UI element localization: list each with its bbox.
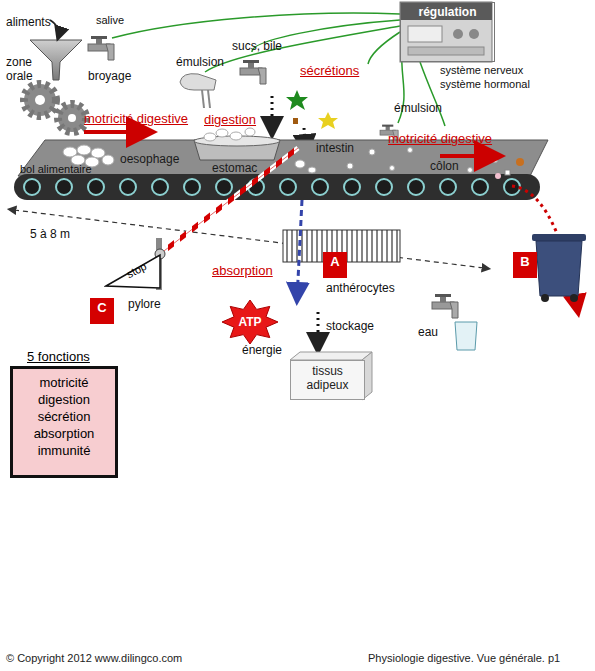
atp-star: ATP bbox=[222, 300, 278, 344]
organ-label: intestin bbox=[316, 142, 354, 156]
function-box: 5 fonctionsmotricité digestion sécrétion… bbox=[10, 366, 118, 478]
copyright-note: © Copyright 2012 www.dilingco.com bbox=[6, 652, 182, 665]
part-label: anthérocytes bbox=[326, 282, 395, 296]
node-body: motricité digestion sécrétion absorption… bbox=[22, 375, 106, 459]
node-title: ATP bbox=[222, 300, 278, 329]
organ-label: oesophage bbox=[120, 153, 179, 167]
node-title: tissus adipeux bbox=[291, 361, 364, 393]
process-label: broyage bbox=[88, 70, 131, 84]
callout-box: B bbox=[513, 252, 537, 278]
system-label: système nerveux bbox=[440, 64, 523, 77]
dimension-label: 5 à 8 m bbox=[30, 228, 70, 242]
callout-box: A bbox=[323, 252, 347, 278]
process-label: émulsion bbox=[176, 56, 224, 70]
part-label: pylore bbox=[128, 298, 161, 312]
organ-label: estomac bbox=[212, 162, 257, 176]
control-panel: régulation bbox=[400, 2, 495, 62]
node-title: A bbox=[323, 252, 347, 272]
function-label: motricité digestive bbox=[388, 132, 492, 147]
tissue-block: tissus adipeux bbox=[290, 360, 365, 400]
system-label: système hormonal bbox=[440, 78, 530, 91]
node-title: 5 fonctions bbox=[27, 349, 90, 364]
node-title: régulation bbox=[401, 3, 494, 19]
callout-box: C bbox=[90, 298, 114, 324]
node-title: B bbox=[513, 252, 537, 272]
footer-caption: Physiologie digestive. Vue générale. p1 bbox=[368, 652, 560, 665]
function-label: motricité digestive bbox=[84, 112, 188, 127]
part-label: énergie bbox=[242, 344, 282, 358]
process-label: émulsion bbox=[394, 102, 442, 116]
process-label: stockage bbox=[326, 320, 374, 334]
part-label: bol alimentaire bbox=[20, 163, 92, 176]
tap-label: sucs, bile bbox=[232, 40, 282, 54]
organ-label: côlon bbox=[430, 160, 459, 174]
tap-label: salive bbox=[96, 14, 124, 27]
part-label: eau bbox=[418, 326, 438, 340]
function-label: absorption bbox=[212, 264, 273, 279]
food-label: aliments bbox=[6, 16, 51, 30]
function-label: sécrétions bbox=[300, 64, 359, 79]
stop-triangle: stop bbox=[104, 252, 162, 290]
function-label: digestion bbox=[204, 113, 256, 128]
node-title: C bbox=[90, 298, 114, 318]
zone-label: zone orale bbox=[6, 56, 42, 84]
